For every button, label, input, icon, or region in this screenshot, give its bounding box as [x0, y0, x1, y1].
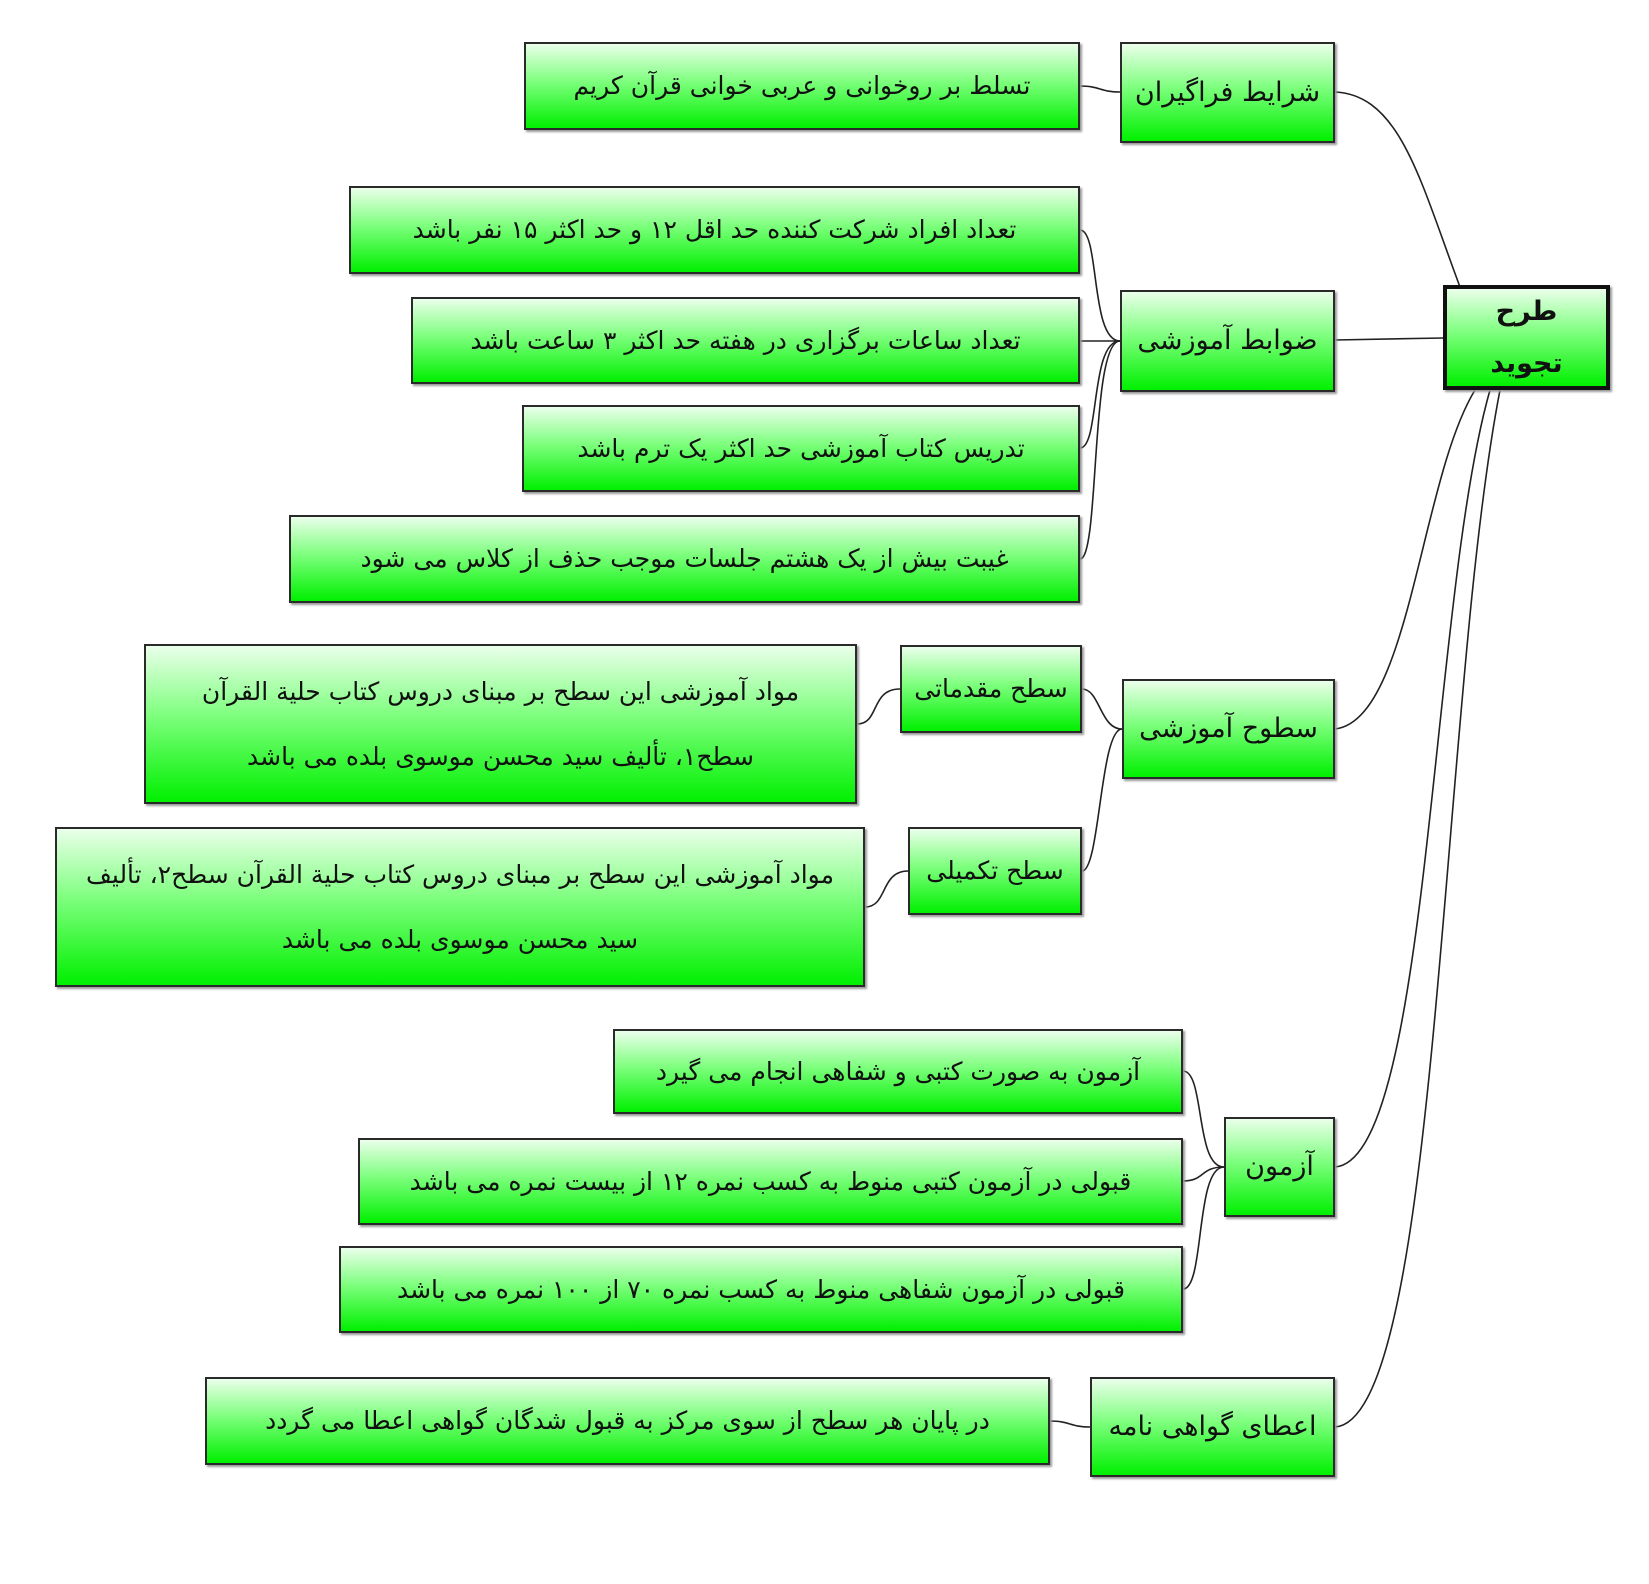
- leaf-label: مواد آموزشی این سطح بر مبنای دروس کتاب ح…: [201, 677, 800, 771]
- leaf-label: در پایان هر سطح از سوی مرکز به قبول شدگا…: [265, 1406, 990, 1436]
- leaf-label: آزمون به صورت کتبی و شفاهی انجام می گیرد: [655, 1056, 1141, 1086]
- branch-label: اعطای گواهی نامه: [1108, 1411, 1317, 1443]
- link-root-b3: [1334, 389, 1476, 730]
- branch-label: آزمون: [1245, 1151, 1314, 1183]
- leaf-node: تعداد افراد شرکت کننده حد اقل ۱۲ و حد اک…: [349, 186, 1080, 274]
- leaf-node: غیبت بیش از یک هشتم جلسات موجب حذف از کل…: [289, 515, 1080, 603]
- leaf-node: مواد آموزشی این سطح بر مبنای دروس کتاب ح…: [55, 827, 865, 987]
- leaf-node: آزمون به صورت کتبی و شفاهی انجام می گیرد: [613, 1029, 1183, 1114]
- leaf-label: تسلط بر روخوانی و عربی خوانی قرآن کریم: [573, 71, 1031, 101]
- branch-exam: آزمون: [1224, 1117, 1335, 1217]
- leaf-node: تدریس کتاب آموزشی حد اکثر یک ترم باشد: [522, 405, 1080, 492]
- leaf-label: مواد آموزشی این سطح بر مبنای دروس کتاب ح…: [86, 860, 834, 954]
- level-node-introductory: سطح مقدماتی: [900, 645, 1082, 733]
- leaf-label: تعداد افراد شرکت کننده حد اقل ۱۲ و حد اک…: [412, 215, 1017, 245]
- link-root-b5: [1334, 389, 1501, 1428]
- leaf-label: تدریس کتاب آموزشی حد اکثر یک ترم باشد: [577, 433, 1025, 463]
- level-node-advanced: سطح تکمیلی: [908, 827, 1082, 915]
- level-label: سطح مقدماتی: [914, 674, 1068, 704]
- level-label: سطح تکمیلی: [926, 856, 1064, 886]
- leaf-node: قبولی در آزمون کتبی منوط به کسب نمره ۱۲ …: [358, 1138, 1183, 1225]
- branch-learner-conditions: شرایط فراگیران: [1120, 42, 1335, 143]
- link-root-b4: [1334, 389, 1491, 1168]
- branch-label: شرایط فراگیران: [1134, 76, 1321, 108]
- leaf-label: غیبت بیش از یک هشتم جلسات موجب حذف از کل…: [360, 544, 1009, 574]
- leaf-node: تعداد ساعات برگزاری در هفته حد اکثر ۳ سا…: [411, 297, 1080, 384]
- branch-educational-rules: ضوابط آموزشی: [1120, 290, 1335, 392]
- branch-label: سطوح آموزشی: [1139, 713, 1318, 745]
- branch-certificate: اعطای گواهی نامه: [1090, 1377, 1335, 1477]
- branch-educational-levels: سطوح آموزشی: [1122, 679, 1335, 779]
- leaf-node: در پایان هر سطح از سوی مرکز به قبول شدگا…: [205, 1377, 1050, 1465]
- root-node: طرح تجوید: [1443, 285, 1610, 390]
- leaf-label: قبولی در آزمون کتبی منوط به کسب نمره ۱۲ …: [409, 1166, 1132, 1196]
- link-root-b1: [1334, 91, 1461, 288]
- leaf-label: قبولی در آزمون شفاهی منوط به کسب نمره ۷۰…: [396, 1274, 1126, 1304]
- leaf-node: مواد آموزشی این سطح بر مبنای دروس کتاب ح…: [144, 644, 857, 804]
- root-label: طرح تجوید: [1490, 296, 1563, 379]
- branch-label: ضوابط آموزشی: [1137, 325, 1318, 357]
- leaf-node: قبولی در آزمون شفاهی منوط به کسب نمره ۷۰…: [339, 1246, 1183, 1333]
- leaf-node: تسلط بر روخوانی و عربی خوانی قرآن کریم: [524, 42, 1080, 130]
- link-root-b2: [1334, 337, 1444, 341]
- leaf-label: تعداد ساعات برگزاری در هفته حد اکثر ۳ سا…: [470, 325, 1021, 355]
